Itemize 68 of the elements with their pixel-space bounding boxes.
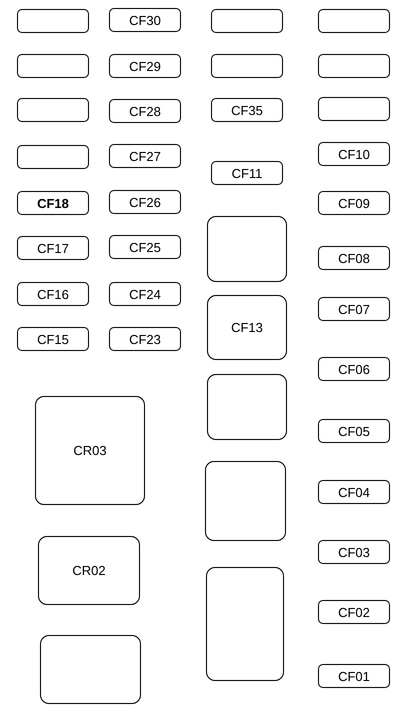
fuse-label: CF11	[232, 166, 262, 180]
fuse-slot	[318, 480, 390, 504]
fuse-slot	[17, 191, 89, 215]
fuse-slot	[318, 297, 390, 321]
fuse-label: CF10	[338, 146, 370, 162]
fuse-label: CF24	[129, 286, 161, 302]
relay-slot	[207, 295, 287, 360]
relay-slot	[207, 216, 287, 282]
relay-label: CF13	[231, 320, 263, 335]
fuse-slot	[318, 357, 390, 381]
relay-slot	[40, 635, 141, 704]
fuse-slot	[211, 9, 283, 33]
fuse-label: CF04	[338, 484, 370, 500]
fuse-slot	[318, 600, 390, 624]
fuse-label: CF17	[37, 240, 69, 256]
fuse-label: CF06	[338, 362, 370, 376]
fuse-label: CF18	[37, 196, 69, 210]
fuse-label: CF26	[129, 194, 161, 210]
fuse-slot	[318, 246, 390, 270]
fuse-slot	[109, 144, 181, 168]
relay-slot	[207, 374, 287, 440]
fuse-slot	[109, 235, 181, 259]
fuse-label: CF05	[338, 424, 370, 438]
fuse-label: CF29	[129, 58, 161, 74]
relay-slot	[35, 396, 145, 505]
fuse-slot	[17, 9, 89, 33]
fuse-slot	[109, 190, 181, 214]
fuse-slot	[318, 540, 390, 564]
fuse-label: CF07	[338, 302, 370, 316]
fuse-slot	[17, 145, 89, 169]
fuse-label: CF02	[338, 604, 370, 620]
fuse-slot	[318, 191, 390, 215]
fuse-slot	[109, 99, 181, 123]
fuse-slot	[318, 664, 390, 688]
fuse-slot	[318, 97, 390, 121]
fuse-label: CF03	[338, 544, 370, 560]
fuse-slot	[318, 9, 390, 33]
fuse-slot	[318, 419, 390, 443]
fuse-slot	[109, 327, 181, 351]
relay-slot	[206, 567, 284, 681]
fuse-slot	[17, 98, 89, 122]
relay-label: CR02	[72, 563, 106, 578]
fuse-label: CF35	[231, 102, 263, 118]
fuse-slot	[109, 8, 181, 32]
fuse-slot	[17, 282, 89, 306]
fuse-label: CF25	[129, 240, 161, 254]
fuse-slot	[109, 282, 181, 306]
fuse-label: CF16	[37, 286, 69, 302]
fuse-slot	[109, 54, 181, 78]
fuse-slot	[211, 161, 283, 185]
fuse-slot	[17, 236, 89, 260]
fuse-label: CF30	[129, 12, 161, 28]
fuse-slot	[318, 54, 390, 78]
fuse-label: CF28	[129, 104, 161, 118]
fuse-label: CF27	[129, 148, 161, 164]
fuse-label: CF09	[338, 196, 370, 210]
relay-label: CR03	[73, 443, 107, 458]
fuse-slot	[211, 98, 283, 122]
fuse-slot	[17, 327, 89, 351]
fuse-label: CF15	[37, 332, 69, 346]
relay-slot	[38, 536, 140, 605]
fuse-slot	[318, 142, 390, 166]
fuse-slot	[211, 54, 283, 78]
fuse-label: CF23	[129, 332, 161, 346]
fuse-label: CF01	[338, 668, 370, 684]
fuse-label: CF08	[338, 250, 370, 266]
fuse-slot	[17, 54, 89, 78]
relay-slot	[205, 461, 286, 541]
